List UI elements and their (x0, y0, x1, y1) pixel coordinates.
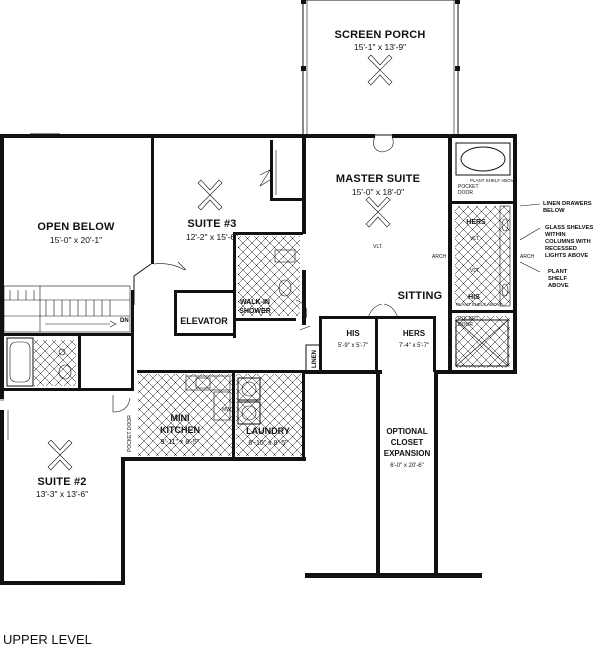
bath-hers-label: HERS (466, 219, 486, 226)
closet-expansion-line1: OPTIONAL (386, 427, 427, 436)
plant-shelf-note-2: SHELF (548, 276, 567, 282)
bath-his-label: HIS (468, 294, 480, 301)
annotation-leaders (519, 203, 541, 273)
suite3-dim: 12'-2" x 15'-6" (186, 232, 238, 242)
master-suite-dim: 15'-0" x 18'-0" (352, 187, 404, 197)
glass-shelves-note-5: LIGHTS ABOVE (545, 253, 588, 259)
walls (0, 134, 517, 585)
tile-floors (34, 206, 510, 456)
ceiling-fan-master (365, 196, 391, 228)
bath-fixtures (6, 142, 511, 425)
linen-drawers-note-2: BELOW (543, 208, 565, 214)
dn-label: DN (120, 318, 129, 324)
glass-shelves-note-4: RECESSED (545, 246, 577, 252)
elevator-label: ELEVATOR (180, 316, 228, 326)
suite2-name: SUITE #2 (37, 476, 86, 488)
closet-expansion-line3: EXPANSION (384, 449, 431, 458)
mini-kitchen-line2: KITCHEN (160, 425, 200, 435)
closet-expansion-line2: CLOSET (391, 438, 424, 447)
pocket-door-2a: POCKET (458, 316, 479, 322)
plant-shelf-note-3: ABOVE (548, 283, 569, 289)
laundry-name: LAUNDRY (246, 426, 290, 436)
suite3-name: SUITE #3 (187, 218, 236, 230)
screen-porch-dim: 15'-1" x 13'-9" (354, 42, 406, 52)
ceiling-fan-suite2 (47, 439, 73, 471)
screen-porch (301, 0, 460, 136)
vlt-label-2: VLT. (470, 236, 480, 242)
laundry-dim: 6'-10" x 8'-5" (248, 440, 288, 447)
arch-right: ARCH (520, 254, 535, 260)
glass-shelves-note-3: COLUMNS WITH (545, 239, 591, 245)
mw-label: MW (222, 407, 231, 413)
closet-expansion-dim: 6'-0" x 20'-6" (390, 463, 424, 469)
glass-shelves-note-2: WITHIN (545, 232, 566, 238)
walkin-shower-line1: WALK-IN (240, 299, 270, 306)
ceiling-fan-suite3 (197, 179, 223, 211)
plant-shelf-above-2: PLANT SHELF ABOVE (456, 302, 503, 307)
walkin-shower-line2: SHOWER (239, 308, 271, 315)
arch-left: ARCH (432, 254, 447, 260)
staircase (3, 285, 131, 333)
open-below-dim: 15'-0" x 20'-1" (50, 235, 102, 245)
bay-window (133, 263, 152, 305)
glass-shelves-note-1: GLASS SHELVES (545, 225, 593, 231)
hers-closet-dim: 7'-4" x 5'-7" (399, 343, 429, 349)
his-closet-dim: 5'-9" x 5'-7" (338, 343, 368, 349)
linen-drawers-note-1: LINEN DRAWERS (543, 201, 592, 207)
his-closet-name: HIS (346, 329, 360, 338)
ceiling-fan-porch (367, 54, 393, 86)
vlt-label-3: VLT. (470, 268, 480, 274)
master-suite-name: MASTER SUITE (336, 173, 420, 185)
sitting-label: SITTING (398, 290, 443, 302)
pocket-door-2b: DOOR (458, 322, 473, 328)
plant-shelf-above-1: PLANT SHELF ABOVE (470, 178, 517, 183)
pocket-door-1b: DOOR (458, 190, 473, 196)
mini-kitchen-dim: 9'-11" x 8'-5" (161, 439, 200, 446)
windows (0, 133, 505, 584)
hers-closet-name: HERS (403, 329, 426, 338)
screen-porch-name: SCREEN PORCH (334, 29, 425, 41)
mini-kitchen-line1: MINI (171, 413, 190, 423)
vlt-label-1: VLT. (373, 244, 383, 250)
door-swings (112, 135, 399, 413)
open-below-name: OPEN BELOW (37, 221, 115, 233)
pocket-door-1a: POCKET (458, 184, 479, 190)
suite2-dim: 13'-3" x 13'-6" (36, 489, 88, 499)
pocket-door-kitchen: POCKET DOOR (127, 415, 133, 452)
linen-label: LINEN (312, 350, 318, 368)
level-label: UPPER LEVEL (3, 632, 92, 647)
plant-shelf-note-1: PLANT (548, 269, 568, 275)
